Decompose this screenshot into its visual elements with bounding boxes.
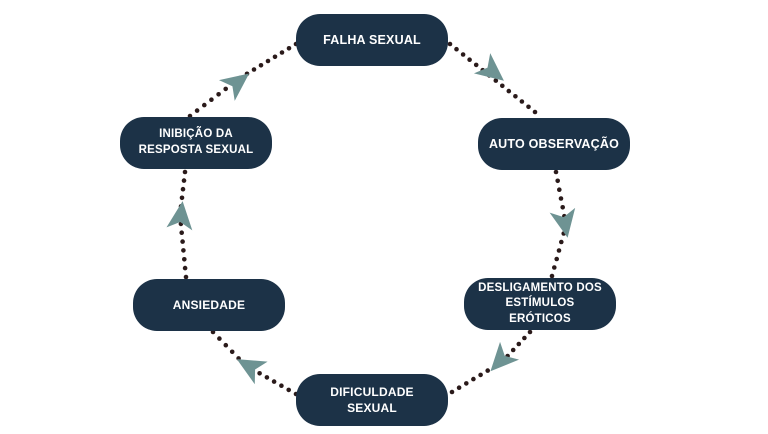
connector-1 — [447, 41, 538, 115]
connector-dot — [181, 248, 186, 253]
connector-2 — [549, 169, 576, 279]
connector-dot — [217, 336, 222, 341]
arrowhead-icon — [490, 341, 520, 372]
node-auto-observacao: AUTO OBSERVAÇÃO — [478, 118, 630, 170]
connector-dot — [251, 67, 257, 72]
connector-dot — [223, 86, 228, 92]
connector-dot — [179, 230, 184, 235]
connector-dot — [554, 256, 559, 262]
connector-dot — [454, 46, 459, 52]
connector-dot — [257, 371, 262, 376]
connector-dot — [182, 265, 188, 271]
connector-dot — [182, 169, 188, 175]
connector-dot — [500, 83, 505, 89]
arrowhead-icon — [473, 53, 504, 81]
arrowhead-icon — [236, 359, 268, 385]
arrowhead-icon — [166, 201, 193, 231]
connector-dot — [182, 257, 187, 262]
connector-dot — [558, 196, 564, 201]
connector-dot — [526, 104, 531, 110]
connector-dot — [279, 50, 285, 55]
connector-dot — [485, 368, 491, 373]
connector-dot — [493, 78, 499, 83]
connector-dot — [456, 385, 462, 391]
connector-dot — [265, 58, 271, 64]
connector-dot — [464, 381, 469, 386]
connector-dot — [264, 375, 270, 380]
node-falha-sexual: FALHA SEXUAL — [296, 14, 448, 66]
node-label: DESLIGAMENTO DOS ESTÍMULOS ERÓTICOS — [478, 281, 602, 325]
node-desligamento-estimulos-eroticos: DESLIGAMENTO DOS ESTÍMULOS ERÓTICOS — [464, 278, 616, 330]
connector-dot — [272, 54, 278, 60]
node-label: FALHA SEXUAL — [323, 32, 421, 47]
connector-dot — [460, 52, 466, 57]
connector-dot — [229, 349, 235, 355]
node-inibicao-resposta-sexual: INIBIÇÃO DA RESPOSTA SEXUAL — [120, 117, 272, 169]
connector-dot — [555, 178, 560, 184]
connector-dot — [516, 341, 522, 347]
connector-3 — [449, 329, 533, 395]
node-label: INIBIÇÃO DA RESPOSTA SEXUAL — [138, 128, 254, 156]
connector-dot — [223, 342, 229, 348]
connector-dot — [216, 92, 221, 97]
connector-dot — [286, 46, 292, 51]
connector-dot — [179, 195, 185, 201]
connector-dot — [447, 41, 453, 47]
connector-dot — [552, 265, 557, 270]
connector-dot — [467, 57, 472, 62]
connector-dot — [532, 109, 538, 115]
connector-dot — [527, 329, 533, 335]
connector-dot — [553, 169, 559, 175]
connector-dot — [473, 62, 479, 68]
arrowhead-icon — [549, 207, 576, 238]
connector-dot — [556, 248, 562, 253]
connector-dot — [522, 335, 527, 341]
connector-5 — [166, 169, 193, 280]
node-dificuldade-sexual: DIFICULDADE SEXUAL — [296, 374, 448, 426]
node-label: AUTO OBSERVAÇÃO — [488, 136, 620, 151]
connector-6 — [187, 41, 299, 119]
connector-dot — [180, 186, 186, 192]
node-label: ANSIEDADE — [172, 297, 246, 312]
connector-dot — [286, 387, 292, 393]
node-ansiedade: ANSIEDADE — [133, 279, 285, 331]
connector-dot — [506, 88, 512, 94]
connector-dot — [559, 239, 564, 245]
connector-dot — [549, 273, 555, 279]
connector-dot — [510, 347, 516, 353]
connector-dot — [180, 239, 185, 244]
node-label: DIFICULDADE SEXUAL — [330, 384, 414, 415]
connector-dot — [279, 383, 284, 389]
connector-dot — [194, 108, 200, 113]
connector-dot — [271, 379, 277, 384]
connector-dot — [449, 389, 455, 395]
connector-dot — [557, 187, 562, 192]
connector-dot — [478, 372, 483, 378]
connector-dot — [202, 102, 207, 108]
connector-dot — [181, 178, 187, 183]
connector-dot — [471, 376, 476, 382]
connector-dot — [513, 94, 518, 99]
connector-4 — [210, 329, 299, 397]
arrowhead-icon — [218, 73, 250, 101]
connector-dot — [560, 205, 565, 210]
connector-dot — [258, 63, 264, 68]
connector-dot — [209, 97, 214, 102]
connector-dot — [519, 99, 525, 104]
connector-dot — [183, 274, 189, 280]
